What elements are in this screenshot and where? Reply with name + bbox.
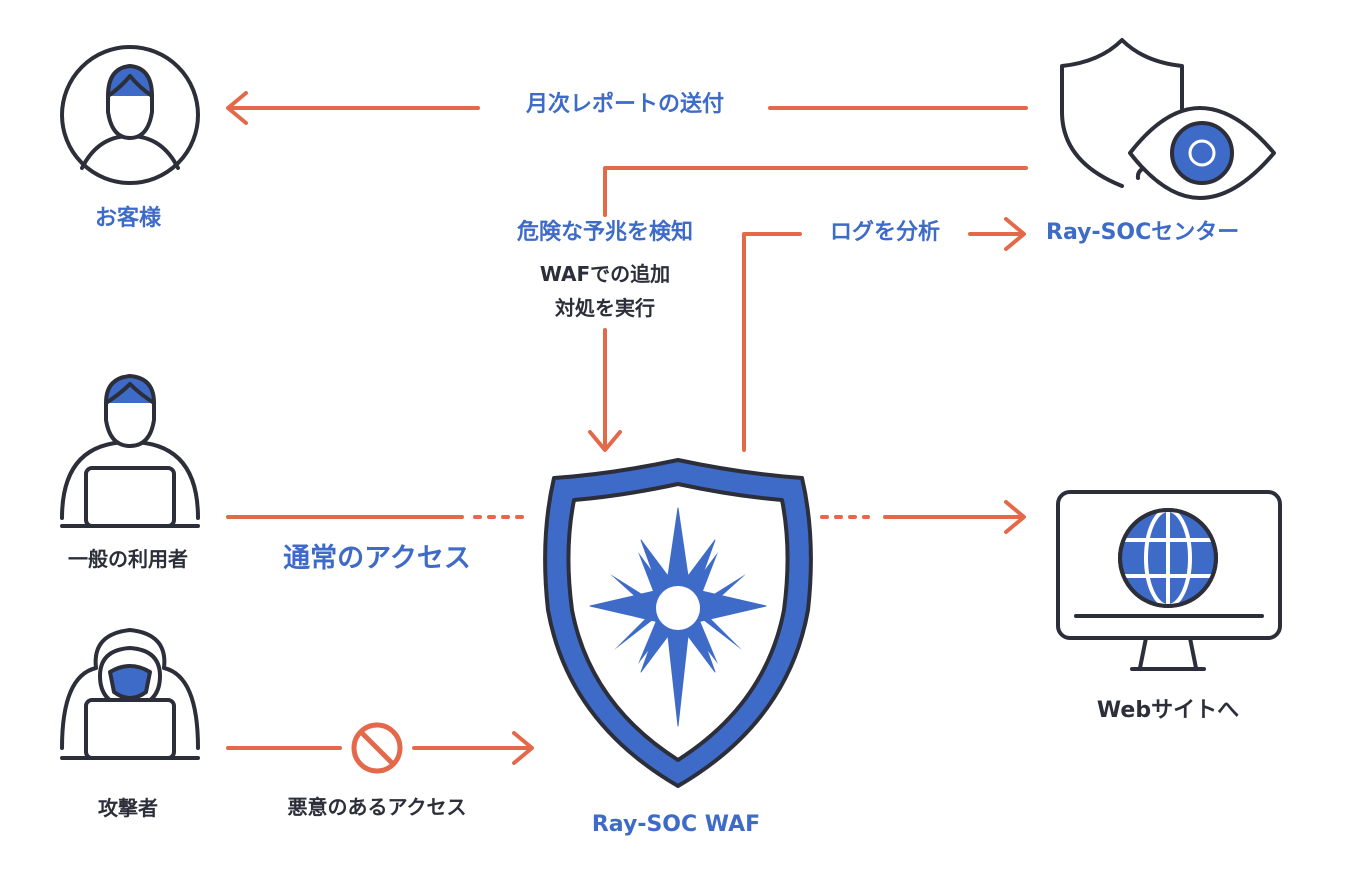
person-laptop-icon (60, 374, 200, 528)
person-icon (60, 45, 200, 185)
malicious-access-label: 悪意のあるアクセス (287, 795, 467, 819)
monthly-report-label: 月次レポートの送付 (519, 94, 731, 116)
normal-access-label: 通常のアクセス (283, 543, 471, 574)
compass-star-shield-icon (543, 458, 813, 788)
monthly-report-arrow-head (226, 91, 248, 125)
prohibited-icon (351, 722, 403, 774)
detect-arrow-line (603, 166, 1028, 217)
log-analysis-label: ログを分析 (829, 220, 941, 245)
website-label: Webサイトへ (1096, 698, 1240, 723)
waf-action-line1: WAFでの追加 (539, 262, 671, 286)
waf-action-line2: 対処を実行 (555, 296, 655, 320)
log-analysis-arrow-line (742, 232, 802, 452)
general-user-label: 一般の利用者 (68, 547, 188, 571)
normal-access-arrow-head (1004, 500, 1026, 534)
detect-arrow-head (588, 430, 622, 452)
malicious-access-arrow-head (512, 731, 534, 765)
shield-eye-icon (1060, 38, 1276, 200)
attacker-label: 攻撃者 (98, 796, 158, 820)
connectors (226, 91, 1028, 765)
soc-center-label: Ray-SOCセンター (1046, 220, 1240, 245)
log-analysis-arrow-head (1004, 217, 1026, 251)
customer-label: お客様 (94, 206, 162, 231)
detect-danger-label: 危険な予兆を検知 (516, 220, 694, 245)
hooded-hacker-icon (60, 628, 200, 760)
waf-label: Ray-SOC WAF (591, 812, 761, 837)
globe-monitor-icon (1056, 490, 1282, 671)
